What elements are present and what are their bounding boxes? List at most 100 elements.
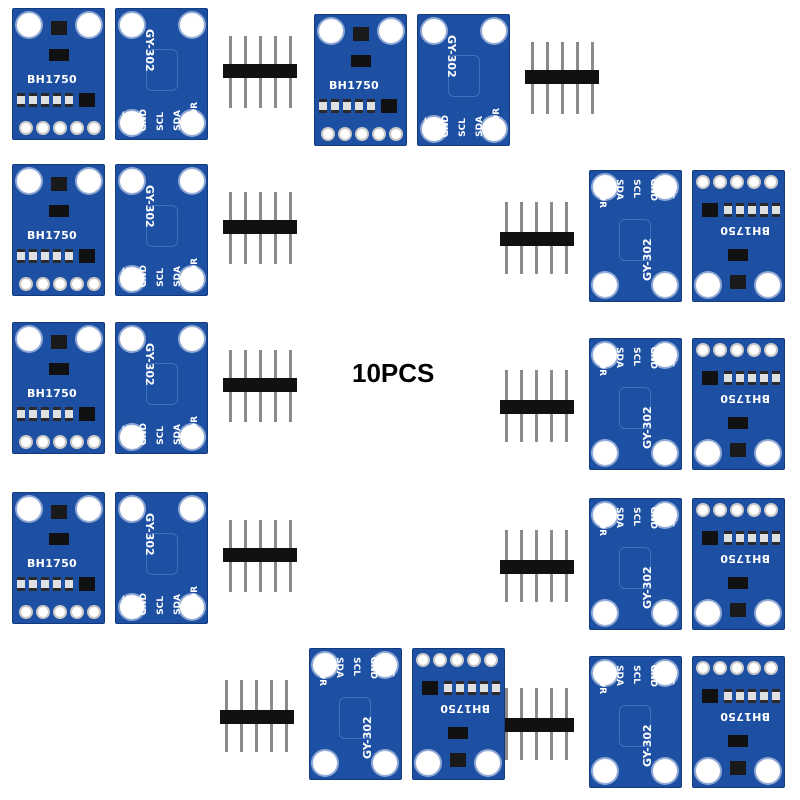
front-label: BH1750 <box>719 224 770 237</box>
resistor <box>748 203 756 217</box>
pin-pad <box>715 505 725 515</box>
resistor <box>41 577 49 591</box>
pin-pad <box>89 279 99 289</box>
mounting-hole <box>180 267 204 291</box>
pin-label-gnd: GND <box>368 657 378 680</box>
pin-label-sda: SDA <box>614 507 624 528</box>
back-label: GY-302 <box>143 185 156 228</box>
mounting-hole <box>593 441 617 465</box>
regulator <box>79 577 95 591</box>
resistor <box>724 689 732 703</box>
resistor-row <box>17 577 79 591</box>
pin-label-scl: SCL <box>458 118 468 137</box>
resistor <box>736 689 744 703</box>
resistor <box>355 99 363 113</box>
front-label: BH1750 <box>719 710 770 723</box>
pcb-trace <box>448 55 480 97</box>
pin-pad <box>766 505 776 515</box>
resistor <box>772 689 780 703</box>
mounting-hole <box>180 169 204 193</box>
pin-label-sda: SDA <box>614 347 624 368</box>
pin-header <box>500 688 574 760</box>
pin-pad <box>732 663 742 673</box>
back-label: GY-302 <box>641 238 654 281</box>
mounting-hole <box>180 497 204 521</box>
regulator <box>79 407 95 421</box>
pin-label-sda: SDA <box>475 116 485 137</box>
pin-pad <box>732 505 742 515</box>
pin-label-addr: ADDR <box>597 665 607 694</box>
pin-pad <box>749 663 759 673</box>
capacitor <box>51 177 67 191</box>
pin-pad <box>357 129 367 139</box>
pin-label-addr: ADDR <box>597 347 607 376</box>
back-label: GY-302 <box>641 724 654 767</box>
bh1750-board-front: BH1750 <box>412 648 505 780</box>
mounting-hole <box>120 111 144 135</box>
header-plastic <box>500 400 574 414</box>
mounting-hole <box>313 751 337 775</box>
pin-header <box>223 36 297 108</box>
pin-pad <box>340 129 350 139</box>
sensor-chip <box>728 577 748 589</box>
resistor <box>724 371 732 385</box>
mounting-hole <box>482 19 506 43</box>
resistor <box>65 407 73 421</box>
pin-label-scl: SCL <box>351 657 361 676</box>
mounting-hole <box>696 273 720 297</box>
back-label: GY-302 <box>641 406 654 449</box>
resistor <box>760 689 768 703</box>
front-label: BH1750 <box>27 229 78 242</box>
mounting-hole <box>120 13 144 37</box>
pin-pad <box>749 345 759 355</box>
bh1750-board-front: BH1750 <box>12 492 105 624</box>
pin-label-scl: SCL <box>631 665 641 684</box>
pin-pad <box>38 607 48 617</box>
pcb-trace <box>146 533 178 575</box>
resistor <box>319 99 327 113</box>
pin-pad <box>89 437 99 447</box>
resistor <box>29 407 37 421</box>
resistor <box>748 531 756 545</box>
resistor <box>748 371 756 385</box>
mounting-hole <box>77 13 101 37</box>
quantity-label: 10PCS <box>352 358 435 388</box>
pin-label-sda: SDA <box>614 665 624 686</box>
front-label: BH1750 <box>27 73 78 86</box>
resistor-row <box>17 249 79 263</box>
pin-pad <box>72 123 82 133</box>
capacitor <box>730 443 746 457</box>
bh1750-board-front: BH1750 <box>692 338 785 470</box>
capacitor <box>353 27 369 41</box>
mounting-hole <box>77 327 101 351</box>
pin-label-addr: ADDR <box>492 108 502 137</box>
pin-pad <box>698 345 708 355</box>
resistor <box>41 249 49 263</box>
pin-label-scl: SCL <box>631 179 641 198</box>
pin-label-scl: SCL <box>631 507 641 526</box>
pin-label-vcc: VCC <box>665 179 675 200</box>
pin-pad <box>698 663 708 673</box>
mounting-hole <box>653 273 677 297</box>
pin-label-gnd: GND <box>441 114 451 137</box>
capacitor <box>730 761 746 775</box>
pin-pad <box>38 437 48 447</box>
resistor <box>444 681 452 695</box>
header-plastic <box>223 64 297 78</box>
header-plastic <box>525 70 599 84</box>
pin-pad <box>749 505 759 515</box>
bh1750-board-front: BH1750 <box>692 656 785 788</box>
pin-pad <box>749 177 759 187</box>
mounting-hole <box>379 19 403 43</box>
pin-pad <box>732 345 742 355</box>
regulator <box>79 249 95 263</box>
resistor <box>492 681 500 695</box>
resistor <box>736 203 744 217</box>
pin-label-vcc: VCC <box>665 665 675 686</box>
pin-pad <box>715 345 725 355</box>
